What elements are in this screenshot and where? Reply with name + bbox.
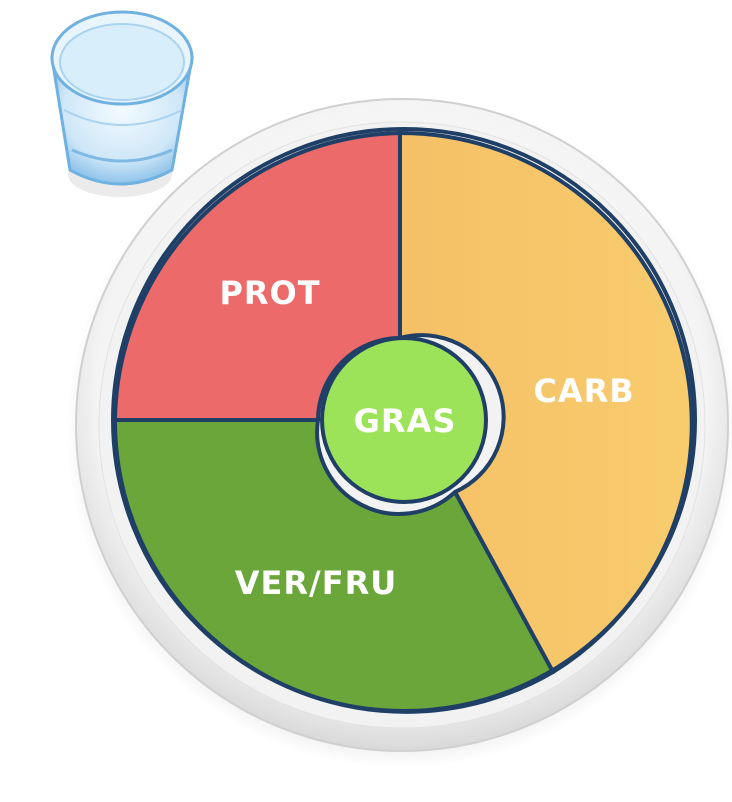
label-protein: PROT	[219, 274, 320, 312]
label-vegetables-fruits: VER/FRU	[235, 564, 397, 602]
label-carbohydrate: CARB	[533, 372, 634, 410]
section-fat	[320, 336, 488, 504]
water-glass-icon	[50, 10, 194, 197]
food-sections	[111, 127, 697, 714]
label-fat: GRAS	[354, 402, 457, 440]
section-protein	[113, 131, 402, 422]
